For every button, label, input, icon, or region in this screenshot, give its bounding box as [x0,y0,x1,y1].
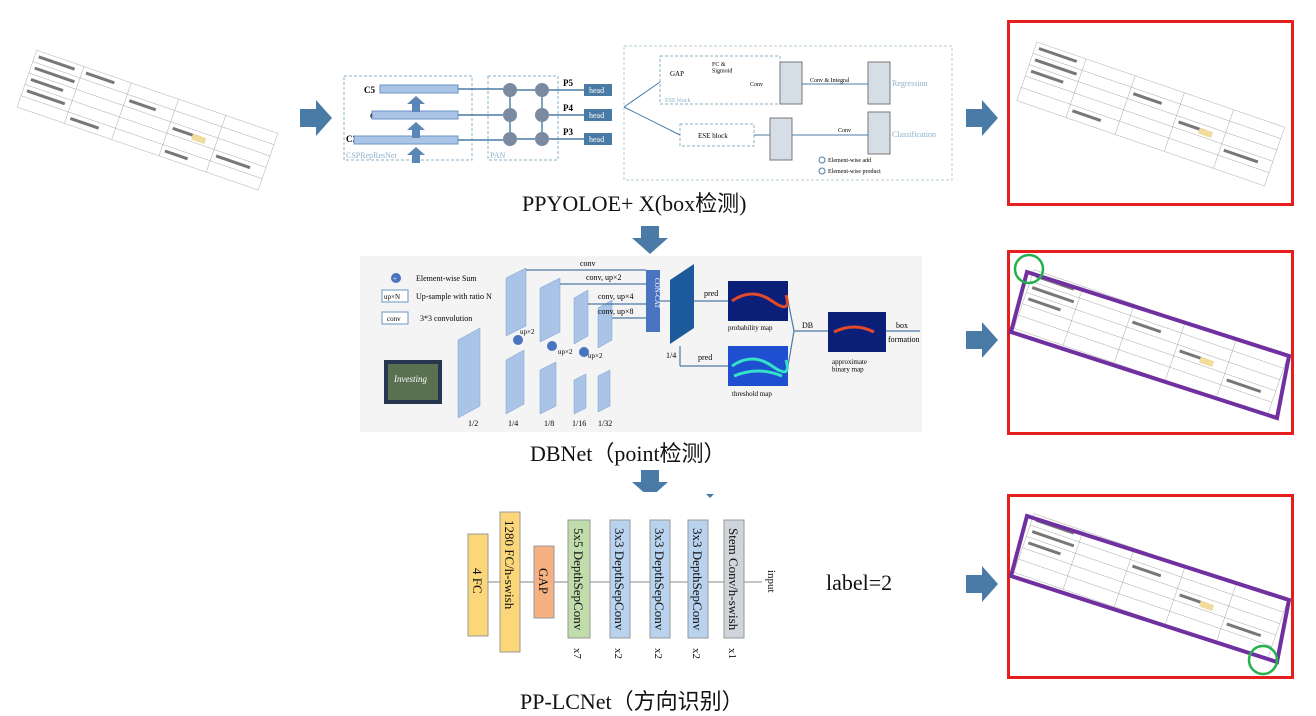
head-label: head [589,135,604,144]
threshold-map-label: threshold map [732,390,772,398]
scale-1-32: 1/32 [598,419,612,428]
concat-label: CON-CAT [653,278,661,309]
scale-1-8: 1/8 [544,419,554,428]
fc-label: FC &Sigmoid [712,62,732,75]
result-frame-orientation [1007,494,1294,679]
pplcnet-architecture-diagram: 4 FC 1280 FC/h-swish GAP 5x5 DepthSepCon… [462,492,792,672]
count-label-x2: x2 [652,648,664,659]
output-document-image [1016,41,1286,187]
scale-1-2: 1/2 [468,419,478,428]
input-document-image [16,49,279,191]
pplcnet-caption: PP-LCNet（方向识别） [520,689,744,714]
block-label-3x3-depthsepconv: 3x3 DepthSepConv [690,528,705,631]
conv-label: Conv [750,82,763,88]
count-label-x7: x7 [571,648,583,660]
ese-block-label: ESE block [665,98,691,104]
legend-conv: conv [387,315,401,323]
count-label-x2: x2 [612,648,624,659]
scale-1-16: 1/16 [572,419,586,428]
right-arrow-icon [966,322,998,358]
up2-label: up×2 [588,352,603,360]
box-label: box [896,321,908,330]
legend-product: Element-wise product [828,169,881,175]
legend-add: Element-wise add [828,158,871,164]
block-label-5x5-depthsepconv: 5x5 DepthSepConv [571,528,586,631]
gap-label: GAP [670,70,684,78]
result-frame-box-detection [1007,20,1294,206]
input-label: input [765,570,777,593]
conv-integral-label: Conv & Integral [810,78,850,84]
neck-name: PAN [490,151,505,160]
result-frame-point-detection [1007,250,1294,435]
backbone-label-c5: C5 [364,85,375,95]
legend-conv-desc: 3*3 convolution [420,314,472,323]
head-label: head [589,111,604,120]
block-label-gap: GAP [536,568,551,594]
ppyoloe-architecture-diagram: C5 C4 C3 CSPRepResNet PAN P5 P4 P3 head … [340,42,955,182]
quarter-label: 1/4 [666,351,676,360]
block-label-3x3-depthsepconv: 3x3 DepthSepConv [612,528,627,631]
block-label-4fc: 4 FC [470,568,485,594]
block-label-fc-hswish: 1280 FC/h-swish [502,520,517,610]
conv-up2-label: conv, up×2 [586,273,622,282]
db-label: DB [802,321,813,330]
conv-up8-label: conv, up×8 [598,307,634,316]
output-document-orientation-image [1008,513,1292,676]
legend-up: up×N [384,293,400,301]
dbnet-architecture-diagram: + Element-wise Sum up×N Up-sample with r… [360,256,922,432]
conv-label-2: Conv [838,128,851,134]
down-arrow-icon [632,470,668,498]
classification-label: Classification [892,130,936,139]
right-arrow-icon [300,100,332,136]
dbnet-caption: DBNet（point检测） [530,441,726,466]
scale-p3: P3 [563,127,573,137]
conv-up4-label: conv, up×4 [598,292,634,301]
probability-map-label: probability map [728,324,773,332]
output-document-points-image [1008,253,1292,421]
backbone-name: CSPRepResNet [346,151,397,160]
scale-p4: P4 [563,103,573,113]
regression-label: Regression [892,79,928,88]
block-label-3x3-depthsepconv: 3x3 DepthSepConv [652,528,667,631]
pred-label: pred [704,289,718,298]
down-arrow-icon [632,226,668,254]
ppyoloe-caption: PPYOLOE+ X(box检测) [522,191,747,216]
pred-label: pred [698,353,712,362]
backbone-label-c3: C3 [346,134,357,144]
count-label-x1: x1 [726,648,738,659]
ese-block-2-label: ESE block [698,132,728,140]
svg-text:+: + [393,275,397,283]
head-label: head [589,86,604,95]
svg-text:Investing: Investing [393,374,427,384]
legend-sum: Element-wise Sum [416,274,477,283]
block-label-stem-conv: Stem Conv/h-swish [726,528,741,631]
right-arrow-icon [966,566,998,602]
scale-p5: P5 [563,78,573,88]
right-arrow-icon [966,100,998,136]
label-result: label=2 [826,570,893,595]
up2-label: up×2 [558,348,573,356]
up2-label: up×2 [520,328,535,336]
scale-1-4: 1/4 [508,419,518,428]
legend-up-desc: Up-sample with ratio N [416,292,492,301]
count-label-x2: x2 [690,648,702,659]
conv-label: conv [580,259,596,268]
formation-label: formation [888,335,920,344]
